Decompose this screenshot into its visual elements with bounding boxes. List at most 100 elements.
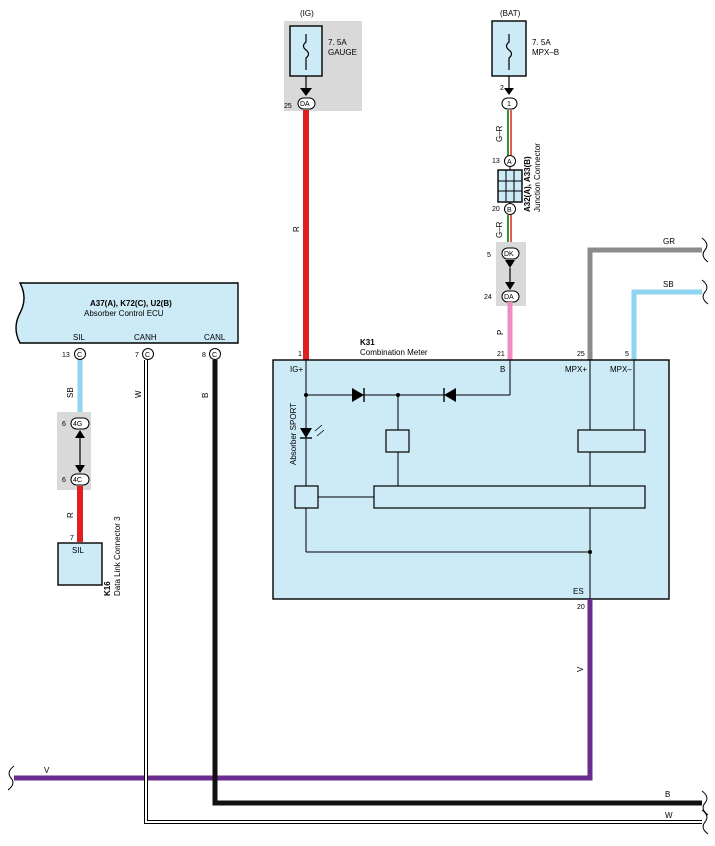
junction-conn-a: A [507,159,512,166]
fuse-mpx-b-source: (BAT) [500,9,521,18]
meter-indicator-label: Absorber SPORT [289,403,298,465]
fuse-mpx-b-rating: 7. 5A [532,38,551,47]
ecu-description: Absorber Control ECU [84,309,164,318]
splice-da-pin: 24 [484,294,492,301]
splice-4c-conn: 4C [73,477,82,484]
break-icon [7,765,15,791]
connector-1-label: 1 [507,101,511,108]
arrow-down-icon [505,282,515,290]
wire-sb-mpx [631,289,702,360]
break-icon [701,279,709,305]
fuse-gauge-name: GAUGE [328,48,357,57]
junction-description: Junction Connector [533,143,542,212]
connector-da-top [297,97,316,110]
wire-g-r-label-bottom: G–R [495,221,504,238]
wire-p-label: P [496,330,505,335]
meter-box [272,359,670,600]
junction-conn-b: B [507,207,512,214]
arrow-down-icon [504,88,514,95]
wire-gr-label: GR [663,237,675,246]
wire-v [14,599,593,781]
splice-da-conn: DA [504,294,514,301]
meter-terminal-b: B [500,365,505,374]
junction-pin-a: 13 [492,158,500,165]
fuse-mpx-b-pin: 2 [500,85,504,92]
meter-terminal-igplus: IG+ [290,365,303,374]
splice-4c-pin: 6 [62,477,66,484]
ecu-pin-canl: 8 [202,352,206,359]
meter-name: Combination Meter [360,348,428,357]
meter-terminal-es: ES [573,587,584,596]
connector-da-top-label: DA [300,101,310,108]
communication-box [577,429,646,453]
driver-box [294,485,319,509]
regulator-box [385,429,410,453]
wire-g-r-label-top: G–R [495,125,504,142]
wire-v-label-vertical: V [576,666,585,672]
dlc-code: K16 [103,581,112,596]
ecu-conn-sil: C [77,352,82,359]
arrow-down-icon [75,465,85,473]
diode-icon [444,388,456,402]
wire-r-sil-label: R [66,512,75,518]
meter-terminal-mpxminus: MPX– [610,365,632,374]
wire-sb-label: SB [663,280,674,289]
diode-icon [352,388,364,402]
fuse-gauge-rating: 7. 5A [328,38,347,47]
junction-connector: 13 A 20 B A32(A), A33(B) Junction Connec… [492,143,542,215]
led-icon [300,428,312,438]
arrow-down-icon [300,88,312,96]
ecu-box [15,282,239,344]
splice-dk-conn: DK [504,251,514,258]
data-link-connector-3: 7 SIL K16 Data Link Connector 3 [57,516,122,596]
meter-pin-es: 20 [577,604,585,611]
fuse-mpx-b: (BAT) 7. 5A MPX–B 2 1 [491,9,559,110]
cpu-box [373,485,646,509]
arrow-up-icon [75,430,85,438]
meter-terminal-mpxplus: MPX+ [565,365,587,374]
fuse-icon [505,34,513,70]
wire-b-canl [212,360,702,806]
wire-b-label-horizontal: B [665,790,670,799]
ecu-terminal-canl: CANL [204,333,226,342]
ecu-conn-canh: C [145,352,150,359]
arrow-down-icon [505,260,515,268]
splice-4g-4c: 6 4G 6 4C [57,412,91,490]
splice-dk-pin: 5 [487,252,491,259]
wire-gr [587,247,702,360]
ecu-pin-canh: 7 [135,352,139,359]
splice-4g-pin: 6 [62,421,66,428]
break-icon [701,809,709,835]
meter-code: K31 [360,338,375,347]
meter-pin-igplus: 1 [298,351,302,358]
fuse-mpx-b-name: MPX–B [532,48,559,57]
break-icon [701,790,709,816]
fuse-gauge-pin: 25 [284,103,292,110]
meter-pin-mpxplus: 25 [577,351,585,358]
break-icon [701,237,709,263]
wire-r-label: R [292,226,301,232]
combination-meter: K31 Combination Meter 1 21 25 5 IG+ B MP… [272,338,670,600]
wire-w-label-vertical: W [134,390,143,398]
wire-sb-sil-label: SB [66,387,75,398]
junction-pin-b: 20 [492,206,500,213]
dlc-box [57,542,103,586]
meter-pin-mpxminus: 5 [625,351,629,358]
wire-w-label-horizontal: W [665,811,673,820]
ecu-pin-sil: 13 [62,352,70,359]
junction-box [497,169,523,203]
ecu-conn-canl: C [212,352,217,359]
wire-v-label-horizontal: V [44,766,50,775]
fuse-gauge-source: (IG) [300,9,314,18]
wire-w-canh [145,360,702,823]
junction-name: A32(A), A33(B) [523,156,532,212]
ecu-terminal-sil: SIL [73,333,86,342]
connector-1 [501,97,518,110]
fuse-icon [302,34,310,70]
splice-4g-conn: 4G [73,421,82,428]
meter-pin-b: 21 [497,351,505,358]
splice-dk-da: 5 DK 24 DA [484,242,526,306]
ecu-terminal-canh: CANH [134,333,157,342]
dlc-pin: 7 [70,535,74,542]
dlc-terminal: SIL [72,546,85,555]
